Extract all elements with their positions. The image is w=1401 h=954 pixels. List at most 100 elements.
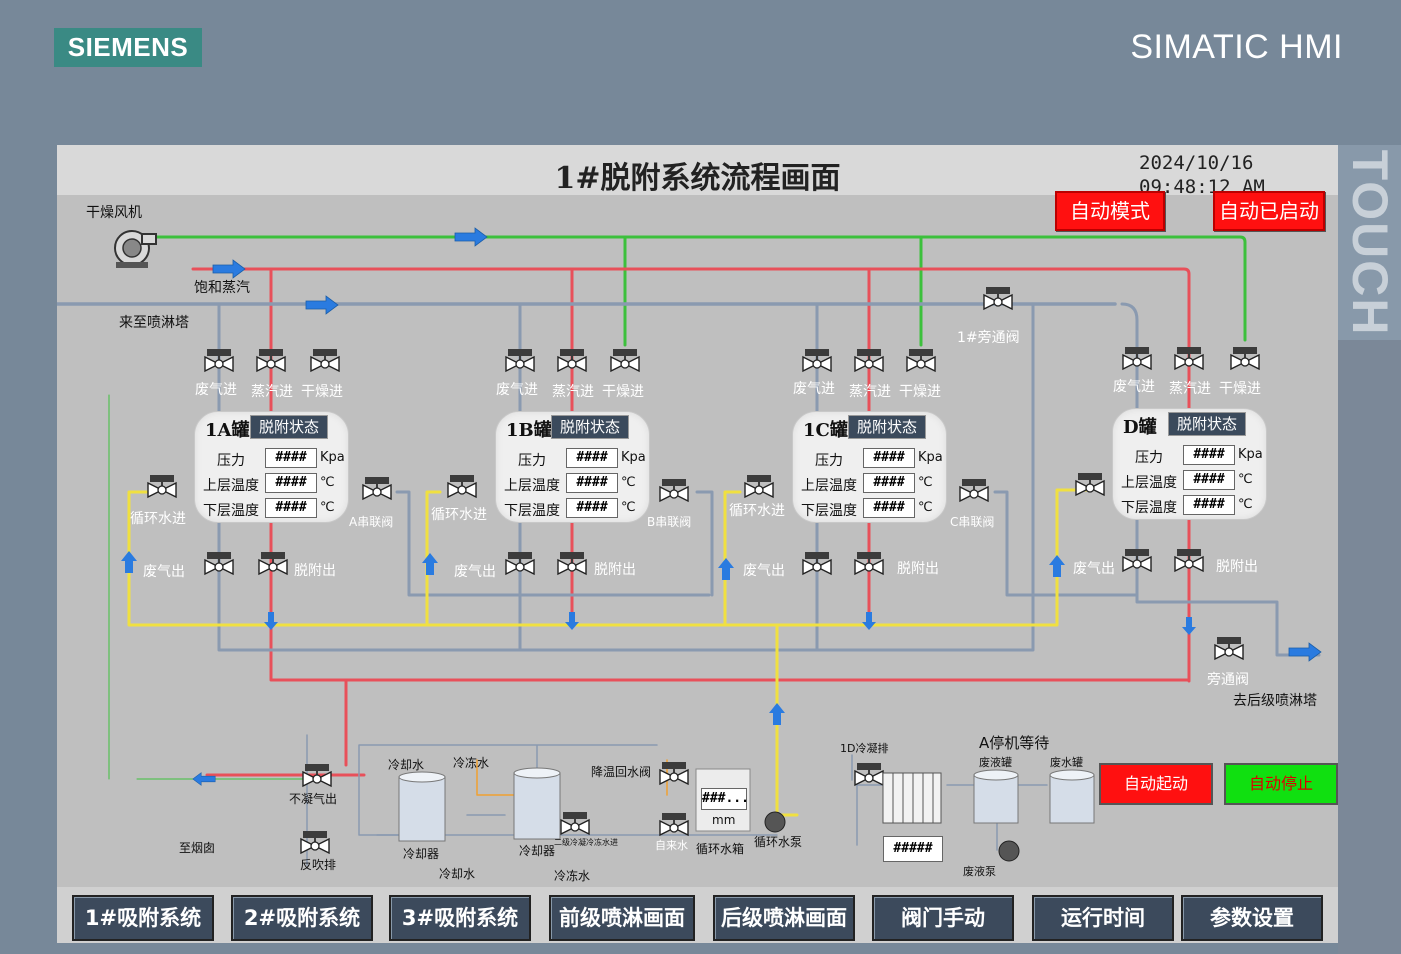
tank-b-upper: ####: [566, 473, 618, 493]
clock-date: 2024/10/16: [1139, 152, 1254, 174]
to-chimney-label: 至烟囱: [179, 841, 216, 855]
auto-started-button[interactable]: 自动已启动: [1213, 191, 1325, 231]
c-series-label: C串联阀: [950, 515, 995, 529]
tank-d-upper: ####: [1183, 470, 1235, 490]
nav-adsorption-2[interactable]: 2#吸附系统: [231, 895, 373, 941]
cond-1d-label: 1D冷凝排: [840, 742, 889, 755]
tank-b: 1B罐 脱附状态 压力 #### Kpa 上层温度 #### ℃ 下层温度 ##…: [495, 411, 650, 523]
a-gas-in-label: 废气进: [195, 382, 237, 398]
a-gas-out-label: 废气出: [143, 564, 185, 580]
a-desorb-out-label: 脱附出: [294, 563, 336, 579]
tank-b-p-unit: Kpa: [621, 450, 646, 465]
cooler-label-1: 冷却器: [403, 847, 440, 861]
tank-c-p-unit: Kpa: [918, 450, 943, 465]
auto-start-button[interactable]: 自动起动: [1099, 763, 1213, 805]
nav-adsorption-1[interactable]: 1#吸附系统: [72, 895, 214, 941]
tank-d-state: 脱附状态: [1168, 412, 1246, 436]
d-desorb-out-label: 脱附出: [1216, 559, 1258, 575]
sat-steam-label: 饱和蒸汽: [194, 280, 250, 296]
tank-d-t-unit-2: ℃: [1238, 497, 1253, 512]
c-gas-out-label: 废气出: [743, 563, 785, 579]
b-gas-out-label: 废气出: [454, 564, 496, 580]
cooler-1: [398, 771, 446, 842]
tank-c-lower: ####: [863, 498, 915, 518]
c-gas-in-label: 废气进: [793, 381, 835, 397]
tank-d-pressure: ####: [1183, 445, 1235, 465]
tank-a-t-unit: ℃: [320, 475, 335, 490]
waste-water-tank: [1049, 769, 1095, 824]
cooler-label-2: 冷却器: [519, 844, 556, 858]
condenser: [882, 772, 942, 824]
tank-b-t-unit-2: ℃: [621, 500, 636, 515]
simatic-hmi-label: SIMATIC HMI: [1130, 28, 1343, 66]
b-desorb-out-label: 脱附出: [594, 562, 636, 578]
dry-fan-label: 干燥风机: [86, 205, 142, 221]
circ-tank-label: 循环水箱: [696, 842, 745, 856]
tank-a-lower: ####: [265, 498, 317, 518]
waste-liquid-tank-label: 废液罐: [979, 756, 1012, 769]
tank-d-p-unit: Kpa: [1238, 447, 1263, 462]
c-dry-in-label: 干燥进: [899, 384, 941, 400]
process-diagram: [57, 227, 1322, 866]
tank-c-pressure-label: 压力: [815, 453, 843, 469]
d-steam-in-label: 蒸汽进: [1169, 381, 1211, 397]
backflush-label: 反吹排: [300, 858, 337, 872]
nav-front-spray[interactable]: 前级喷淋画面: [549, 895, 695, 941]
circ-pump-label: 循环水泵: [754, 835, 803, 849]
nav-adsorption-3[interactable]: 3#吸附系统: [389, 895, 531, 941]
tank-b-t-unit: ℃: [621, 475, 636, 490]
touch-label: TOUCH: [1341, 149, 1398, 336]
cooler-2: [513, 767, 561, 840]
title-bar: [57, 145, 1338, 195]
nav-valve-manual[interactable]: 阀门手动: [872, 895, 1014, 941]
c-desorb-out-label: 脱附出: [897, 561, 939, 577]
tank-d-upper-label: 上层温度: [1121, 475, 1177, 491]
freeze-water-label-1: 冷冻水: [453, 756, 490, 770]
waste-liquid-tank: [973, 769, 1019, 824]
nav-rear-spray[interactable]: 后级喷淋画面: [713, 895, 855, 941]
tank-a-pressure-label: 压力: [217, 453, 245, 469]
tank-b-pressure: ####: [566, 448, 618, 468]
tank-c: 1C罐 脱附状态 压力 #### Kpa 上层温度 #### ℃ 下层温度 ##…: [792, 411, 947, 523]
waste-pump: [998, 840, 1020, 862]
cool-water-label-2: 冷却水: [439, 867, 476, 881]
a-water-in-label: 循环水进: [130, 511, 186, 527]
b-water-in-label: 循环水进: [431, 507, 487, 523]
noncond-out-label: 不凝气出: [289, 792, 338, 806]
cool-return-label: 降温回水阀: [591, 765, 652, 779]
tank-b-lower-label: 下层温度: [504, 503, 560, 519]
waste-water-tank-label: 废水罐: [1050, 756, 1083, 769]
tank-a-state: 脱附状态: [250, 415, 328, 439]
tank-a-name: 1A罐: [205, 420, 250, 441]
dry-fan: [114, 230, 157, 268]
nav-runtime[interactable]: 运行时间: [1032, 895, 1174, 941]
auto-mode-button[interactable]: 自动模式: [1055, 191, 1165, 231]
tank-d-lower: ####: [1183, 495, 1235, 515]
secondary-valve-label: 二级冷凝冷冻水进: [554, 838, 618, 847]
tank-c-name: 1C罐: [803, 420, 848, 441]
b-gas-in-label: 废气进: [496, 382, 538, 398]
a-steam-in-label: 蒸汽进: [251, 384, 293, 400]
auto-stop-button[interactable]: 自动停止: [1224, 763, 1338, 805]
from-spray-label: 来至喷淋塔: [119, 315, 189, 331]
tap-water-label: 自来水: [655, 839, 688, 852]
touch-label-panel: TOUCH: [1338, 145, 1401, 340]
bypass1-label: 1#旁通阀: [957, 330, 1020, 346]
tank-b-name: 1B罐: [506, 420, 552, 441]
freeze-water-label-2: 冷冻水: [554, 869, 591, 883]
nav-bar: 1#吸附系统 2#吸附系统 3#吸附系统 前级喷淋画面 后级喷淋画面 阀门手动 …: [57, 887, 1338, 943]
siemens-logo: SIEMENS: [54, 28, 202, 67]
cond-value: #####: [883, 836, 943, 862]
tank-c-upper: ####: [863, 473, 915, 493]
side-strip: [1338, 340, 1401, 954]
circ-tank-unit: mm: [712, 813, 736, 827]
bypass-label: 旁通阀: [1207, 672, 1249, 688]
tank-a: 1A罐 脱附状态 压力 #### Kpa 上层温度 #### ℃ 下层温度 ##…: [194, 411, 349, 523]
tank-a-upper: ####: [265, 473, 317, 493]
tank-c-lower-label: 下层温度: [801, 503, 857, 519]
nav-params[interactable]: 参数设置: [1181, 895, 1323, 941]
tank-b-upper-label: 上层温度: [504, 478, 560, 494]
tank-a-upper-label: 上层温度: [203, 478, 259, 494]
waste-pump-label: 废液泵: [963, 865, 996, 878]
